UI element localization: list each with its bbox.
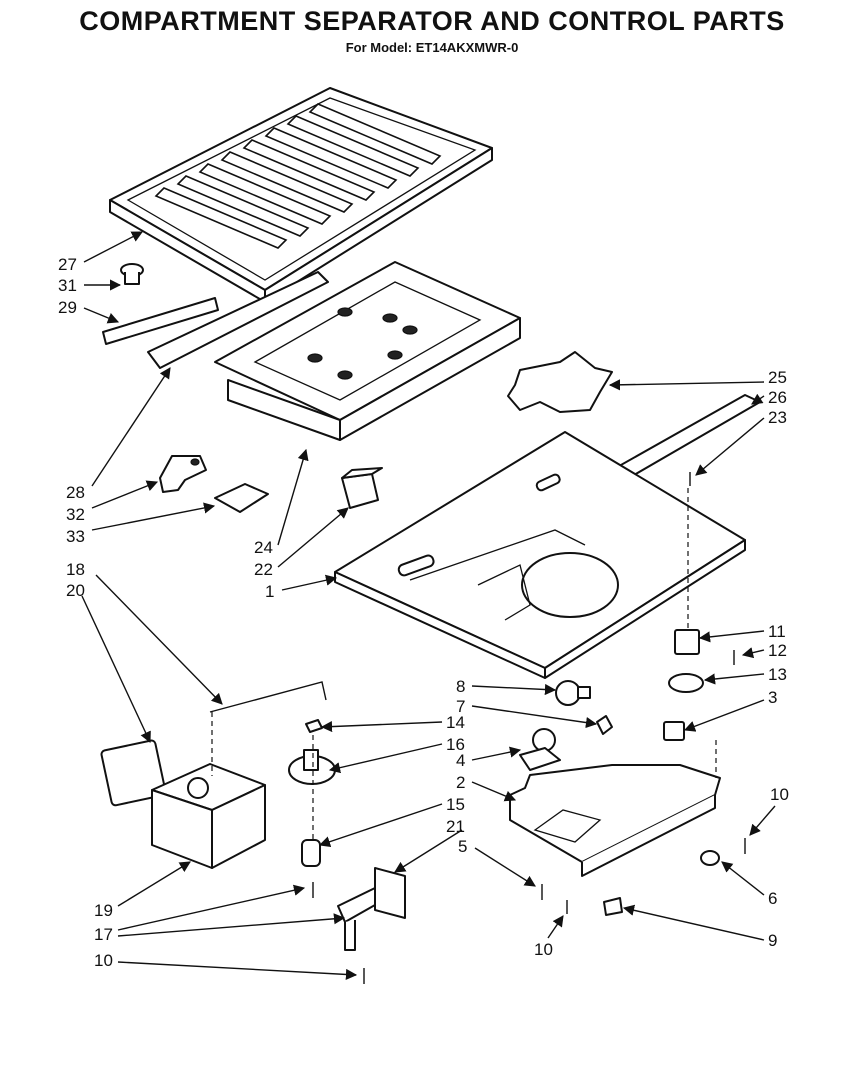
knob-part bbox=[120, 263, 144, 285]
clip-part bbox=[214, 483, 269, 513]
nut-part bbox=[700, 850, 720, 866]
gear-part bbox=[668, 673, 704, 693]
switch-part bbox=[663, 721, 685, 741]
rod-part bbox=[209, 681, 327, 713]
callout-1: 1 bbox=[265, 582, 274, 601]
leader-lines bbox=[81, 231, 776, 981]
callout-4: 4 bbox=[456, 751, 465, 770]
callout-29: 29 bbox=[58, 298, 77, 317]
callout-6: 6 bbox=[768, 889, 777, 908]
callout-10-middle: 10 bbox=[534, 940, 553, 959]
gasket-part bbox=[507, 351, 613, 413]
callout-32: 32 bbox=[66, 505, 85, 524]
callout-2: 2 bbox=[456, 773, 465, 792]
strip-part bbox=[102, 297, 219, 345]
top-cover-part bbox=[109, 87, 493, 303]
callout-26: 26 bbox=[768, 388, 787, 407]
damper-block-part bbox=[341, 467, 383, 509]
rail-part bbox=[147, 271, 329, 369]
callout-8: 8 bbox=[456, 677, 465, 696]
callout-23: 23 bbox=[768, 408, 787, 427]
callout-11: 11 bbox=[768, 622, 786, 641]
bulb-socket-part bbox=[301, 839, 321, 867]
separator-tray-part bbox=[214, 261, 521, 441]
louver-slots bbox=[154, 103, 442, 249]
callout-15: 15 bbox=[446, 795, 465, 814]
callout-16: 16 bbox=[446, 735, 465, 754]
callout-14: 14 bbox=[446, 713, 465, 732]
callout-labels: 27 31 29 28 32 33 24 22 1 25 26 23 18 20… bbox=[58, 255, 789, 970]
callout-7: 7 bbox=[456, 697, 465, 716]
housing-tray-part bbox=[509, 764, 721, 877]
callout-10-right: 10 bbox=[770, 785, 789, 804]
callout-5: 5 bbox=[458, 837, 467, 856]
separator-base-part bbox=[334, 431, 746, 679]
callout-31: 31 bbox=[58, 276, 77, 295]
callout-24: 24 bbox=[254, 538, 273, 557]
callout-17: 17 bbox=[94, 925, 113, 944]
callout-27: 27 bbox=[58, 255, 77, 274]
sensor-bracket-part bbox=[159, 455, 207, 493]
callout-22: 22 bbox=[254, 560, 273, 579]
callout-13: 13 bbox=[768, 665, 787, 684]
callout-25: 25 bbox=[768, 368, 787, 387]
clip-7-part bbox=[596, 715, 613, 735]
dial-part bbox=[288, 749, 336, 785]
callout-19: 19 bbox=[94, 901, 113, 920]
callout-28: 28 bbox=[66, 483, 85, 502]
callout-18: 18 bbox=[66, 560, 85, 579]
callout-9: 9 bbox=[768, 931, 777, 950]
callout-20: 20 bbox=[66, 581, 85, 600]
model-subtitle: For Model: ET14AKXMWR-0 bbox=[345, 40, 519, 55]
foot-part bbox=[603, 897, 623, 916]
washer-part bbox=[305, 719, 323, 733]
callout-12: 12 bbox=[768, 641, 787, 660]
callout-10-left: 10 bbox=[94, 951, 113, 970]
thermostat-part bbox=[519, 728, 561, 771]
page-title: COMPARTMENT SEPARATOR AND CONTROL PARTS bbox=[79, 6, 785, 36]
callout-3: 3 bbox=[768, 688, 777, 707]
relay-part bbox=[674, 629, 700, 655]
frame-gasket-part bbox=[100, 739, 167, 807]
callout-33: 33 bbox=[66, 527, 85, 546]
control-bracket-part bbox=[337, 867, 406, 951]
lamp-part bbox=[555, 680, 591, 706]
callout-21: 21 bbox=[446, 817, 465, 836]
control-housing-part bbox=[151, 763, 266, 869]
